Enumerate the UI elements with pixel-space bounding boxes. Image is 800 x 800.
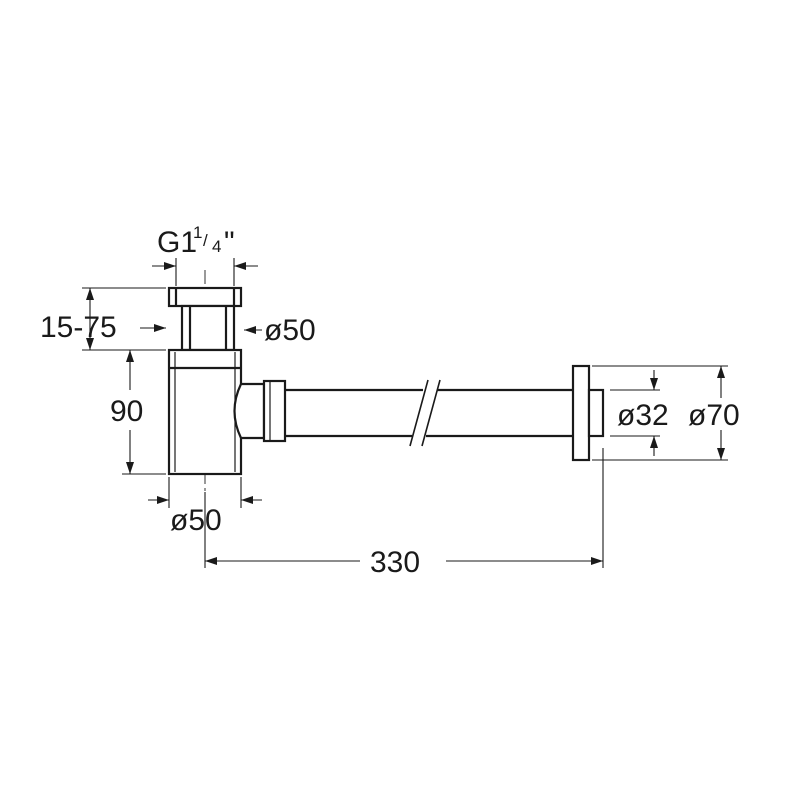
lower-diameter-label: ø50: [170, 504, 222, 537]
trap-bottle-body: [167, 348, 243, 476]
svg-text:/: /: [203, 231, 208, 250]
dimension-length: 330: [204, 448, 604, 579]
svg-text:1: 1: [193, 223, 202, 242]
trap-outlet-elbow: [233, 382, 266, 440]
pipe-coupling-nut: [262, 379, 287, 443]
dimension-height-range: 15-75: [40, 287, 166, 351]
wall-pipe-end: [587, 388, 605, 438]
svg-text:": ": [224, 226, 235, 259]
svg-text:4: 4: [212, 237, 221, 256]
pipe-diameter-label: ø32: [617, 399, 669, 432]
height-range-label: 15-75: [40, 311, 117, 344]
dimension-upper-diameter: ø50: [244, 314, 316, 347]
dimension-pipe-diameter: ø32: [610, 370, 685, 456]
dimension-body-height: 90: [106, 349, 166, 475]
dimension-thread-width: G1 1 / 4 ": [152, 223, 258, 286]
horizontal-pipe: [285, 379, 573, 447]
upper-diameter-label: ø50: [264, 314, 316, 347]
flange-diameter-label: ø70: [688, 399, 740, 432]
thread-size-label: G1: [157, 226, 197, 259]
dimension-flange-diameter: ø70: [592, 365, 756, 461]
body-height-label: 90: [110, 395, 143, 428]
wall-flange: [571, 364, 591, 462]
length-label: 330: [370, 546, 420, 579]
dimension-lower-diameter: ø50: [148, 477, 262, 537]
trap-top-cap: [167, 286, 243, 308]
